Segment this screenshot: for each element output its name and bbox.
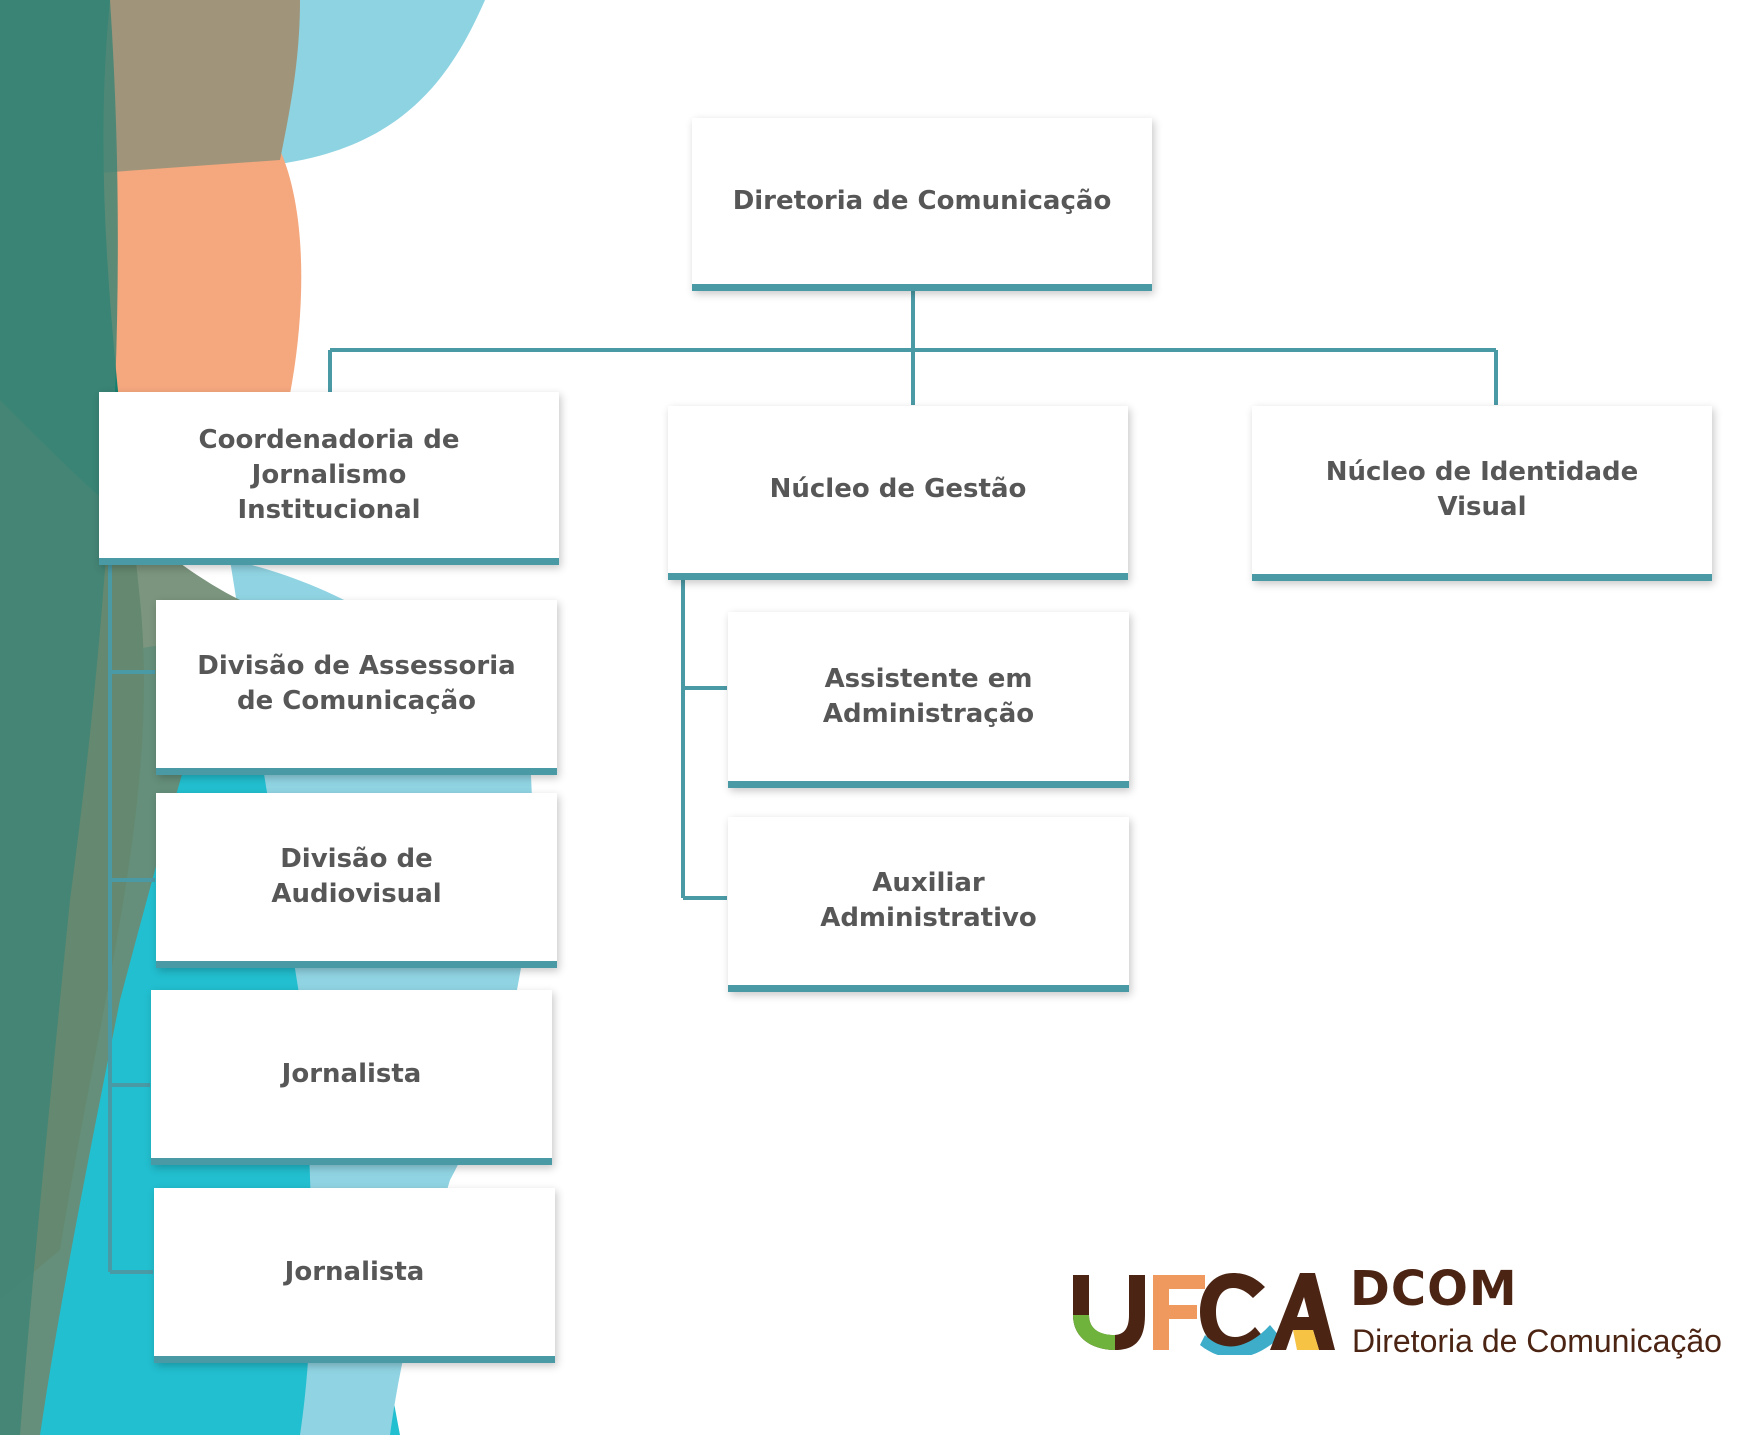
- box-divisao-assessoria: Divisão de Assessoria de Comunicação: [156, 600, 557, 775]
- box-auxiliar: Auxiliar Administrativo: [728, 817, 1129, 992]
- box-nucleo-gestao: Núcleo de Gestão: [668, 406, 1128, 580]
- box-auxiliar-label: Auxiliar Administrativo: [820, 868, 1037, 933]
- box-coordenadoria: Coordenadoria de Jornalismo Instituciona…: [99, 392, 559, 565]
- box-nucleo-gestao-label: Núcleo de Gestão: [769, 474, 1027, 504]
- box-diretoria-label: Diretoria de Comunicação: [732, 185, 1112, 216]
- box-jornalista-1-label: Jornalista: [281, 1058, 422, 1089]
- box-coordenadoria-label: Coordenadoria de Jornalismo Instituciona…: [198, 424, 460, 525]
- box-nucleo-identidade: Núcleo de Identidade Visual: [1252, 406, 1712, 581]
- box-divisao-audiovisual: Divisão de Audiovisual: [156, 793, 557, 968]
- logo-letter-u-accent: [1073, 1315, 1115, 1350]
- logo-letter-f: [1153, 1275, 1205, 1350]
- ufca-dcom-logo: DCOM Diretoria de Comunicação: [1065, 1255, 1725, 1375]
- box-assistente-label: Assistente em Administração: [822, 663, 1035, 729]
- logo-letter-a: [1270, 1273, 1335, 1350]
- logo-letter-a-accent: [1293, 1330, 1319, 1350]
- box-jornalista-1: Jornalista: [151, 990, 552, 1165]
- box-jornalista-2: Jornalista: [154, 1188, 555, 1363]
- box-diretoria: Diretoria de Comunicação: [692, 118, 1152, 291]
- box-divisao-assessoria-label: Divisão de Assessoria de Comunicação: [197, 651, 516, 716]
- bg-light-blue-shape: [250, 0, 485, 165]
- logo-acronym: DCOM: [1350, 1261, 1518, 1317]
- ufca-logo-icon: [1073, 1273, 1335, 1355]
- logo-letter-c: [1200, 1273, 1265, 1352]
- box-assistente: Assistente em Administração: [728, 612, 1129, 788]
- box-jornalista-2-label: Jornalista: [284, 1256, 425, 1287]
- bg-mid-teal-shape: [0, 0, 118, 1435]
- box-divisao-audiovisual-label: Divisão de Audiovisual: [271, 844, 442, 909]
- logo-wave: [1200, 1325, 1280, 1355]
- box-nucleo-identidade-label: Núcleo de Identidade Visual: [1325, 457, 1639, 522]
- logo-subtitle: Diretoria de Comunicação: [1352, 1323, 1722, 1359]
